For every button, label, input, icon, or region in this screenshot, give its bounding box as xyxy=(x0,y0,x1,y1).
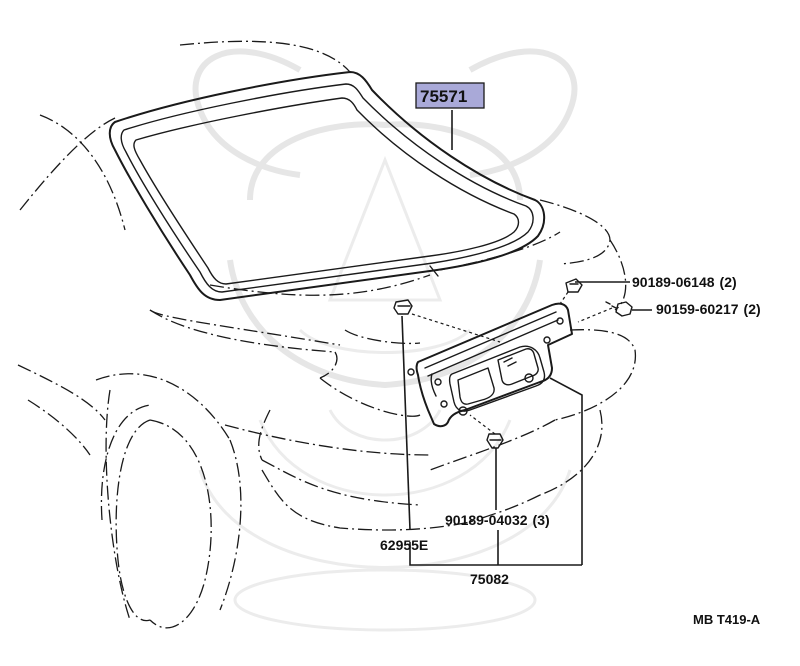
grommet-drawing xyxy=(393,299,413,315)
reference-code: MB T419-A xyxy=(693,612,761,627)
back-window-glass-drawing xyxy=(108,71,546,301)
fasteners xyxy=(393,278,633,449)
license-plate-bracket-drawing xyxy=(407,302,573,428)
clip-upper-drawing xyxy=(565,278,583,293)
alignment-lines xyxy=(411,291,613,435)
screw-drawing xyxy=(605,301,633,317)
label-75082[interactable]: 75082 xyxy=(470,571,509,587)
leader-lines xyxy=(401,110,652,566)
label-62955E[interactable]: 62955E xyxy=(380,537,428,553)
label-90159-60217[interactable]: 90159-60217(2) xyxy=(656,301,761,317)
car-body-outline xyxy=(17,40,636,629)
part-highlight-box xyxy=(415,82,485,109)
label-90189-06148[interactable]: 90189-06148(2) xyxy=(632,274,737,290)
watermark-logo xyxy=(192,48,578,632)
label-75571[interactable]: 75571 xyxy=(420,87,467,106)
clip-lower-drawing xyxy=(486,433,504,449)
label-90189-04032[interactable]: 90189-04032(3) xyxy=(445,512,550,528)
